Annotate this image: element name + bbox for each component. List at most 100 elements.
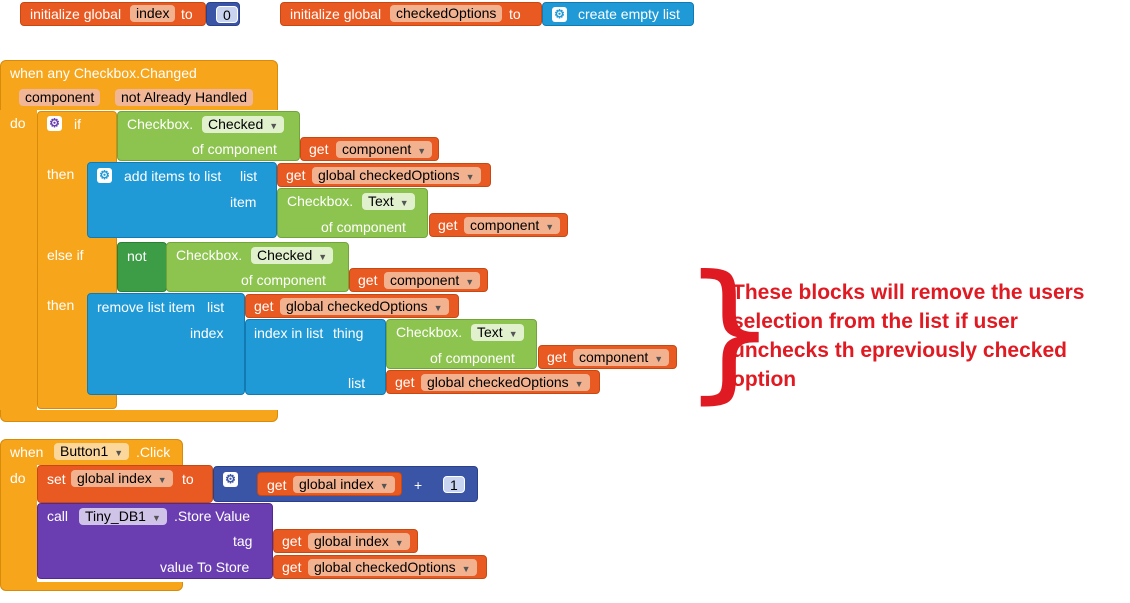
get-label: get [282,559,302,575]
property-dropdown[interactable]: Checked▼ [251,247,334,264]
when-label: when [10,444,44,460]
get-label: get [547,349,567,365]
get-global-checked-block[interactable]: get global checkedOptions▼ [277,163,491,187]
checkbox-text-getter-2[interactable]: Checkbox. Text▼ of component [386,319,537,369]
number-field[interactable]: 1 [443,476,465,493]
chevron-down-icon: ▼ [157,475,167,485]
variable-dropdown[interactable]: component▼ [336,141,433,158]
get-global-index-block[interactable]: get global index▼ [257,472,402,496]
of-component-label: of component [241,272,326,288]
property-dropdown[interactable]: Text▼ [362,193,415,210]
get-label: get [254,298,274,314]
chevron-down-icon: ▼ [151,513,161,523]
get-global-checked-block[interactable]: get global checkedOptions▼ [273,555,487,579]
chevron-down-icon: ▼ [654,354,664,364]
variable-dropdown[interactable]: global index▼ [293,476,395,493]
component-dropdown[interactable]: Button1▼ [54,443,130,460]
init-global-checkedoptions-block[interactable]: initialize global checkedOptions to [280,2,542,26]
call-label: call [47,508,69,524]
get-global-checked-block[interactable]: get global checkedOptions▼ [245,294,459,318]
variable-name-field[interactable]: checkedOptions [390,5,503,22]
get-component-block[interactable]: get component▼ [429,213,568,237]
property-dropdown[interactable]: Text▼ [471,324,524,341]
variable-dropdown[interactable]: global checkedOptions▼ [421,374,590,391]
chevron-down-icon: ▼ [318,252,328,262]
chevron-down-icon: ▼ [433,303,443,313]
index-in-list-block[interactable]: index in list thing list [245,319,386,395]
param-not-already-handled[interactable]: not Already Handled [115,89,254,106]
set-global-index-block[interactable]: set global index▼ to [37,465,213,503]
add-items-label: add items to list [124,168,222,184]
not-block[interactable]: not [117,242,167,292]
checkbox-label: Checkbox. [287,193,354,209]
tag-label: tag [233,533,253,549]
get-component-block[interactable]: get component▼ [300,137,439,161]
gear-icon[interactable]: ⚙ [97,168,112,183]
then-label-2: then [47,297,75,313]
do-label: do [10,470,26,486]
click-label: .Click [136,444,171,460]
if-label: if [74,116,81,132]
init-global-index-block[interactable]: initialize global index to [20,2,206,26]
value-to-store-label: value To Store [160,559,250,575]
checkbox-checked-getter[interactable]: Checkbox. Checked▼ of component [117,111,300,161]
initialize-global-label: initialize global [30,6,122,22]
checkbox-checked-getter-2[interactable]: Checkbox. Checked▼ of component [166,242,349,292]
list-label: list [240,168,258,184]
index-in-list-label: index in list [254,325,324,341]
chevron-down-icon: ▼ [399,198,409,208]
chevron-down-icon: ▼ [545,222,555,232]
checkbox-text-getter[interactable]: Checkbox. Text▼ of component [277,188,428,238]
to-label: to [181,6,193,22]
gear-icon[interactable]: ⚙ [223,472,238,487]
get-component-block[interactable]: get component▼ [349,268,488,292]
number-field[interactable]: 0 [216,6,238,23]
get-label: get [395,374,415,390]
variable-dropdown[interactable]: component▼ [573,349,670,366]
checkbox-label: Checkbox. [127,116,194,132]
variable-dropdown[interactable]: global index▼ [71,470,173,487]
chevron-down-icon: ▼ [269,121,279,131]
number-block[interactable]: 0 [206,2,240,26]
to-label: to [509,6,521,22]
tinydb-store-value-block[interactable]: call Tiny_DB1▼ .Store Value tag value To… [37,503,273,579]
not-label: not [127,248,147,264]
else-if-label: else if [47,247,84,263]
checkbox-label: Checkbox. [176,247,243,263]
get-label: get [438,217,458,233]
variable-dropdown[interactable]: component▼ [384,272,481,289]
variable-dropdown[interactable]: component▼ [464,217,561,234]
variable-dropdown[interactable]: global checkedOptions▼ [280,298,449,315]
get-label: get [282,533,302,549]
of-component-label: of component [321,219,406,235]
initialize-global-label: initialize global [290,6,382,22]
variable-name-field[interactable]: index [130,5,176,22]
variable-dropdown[interactable]: global index▼ [308,533,410,550]
list-label: list [348,375,366,391]
to-label: to [182,471,194,487]
create-empty-list-block[interactable]: ⚙ create empty list [542,2,694,26]
remove-item-label: remove list item [97,299,196,315]
of-component-label: of component [430,350,515,366]
get-label: get [286,167,306,183]
get-component-block[interactable]: get component▼ [538,345,677,369]
event-title: when any Checkbox.Changed [10,65,197,81]
variable-dropdown[interactable]: global checkedOptions▼ [308,559,477,576]
property-dropdown[interactable]: Checked▼ [202,116,285,133]
variable-dropdown[interactable]: global checkedOptions▼ [312,167,481,184]
get-global-checked-block[interactable]: get global checkedOptions▼ [386,370,600,394]
gear-icon[interactable]: ⚙ [552,7,567,22]
create-empty-list-label: create empty list [578,6,680,22]
add-items-to-list-block[interactable]: ⚙ add items to list list item [87,162,277,238]
get-label: get [309,141,329,157]
store-value-label: .Store Value [174,508,251,524]
gear-icon[interactable]: ⚙ [47,116,62,131]
item-label: item [230,194,257,210]
get-label: get [267,477,287,493]
param-component[interactable]: component [19,89,101,106]
component-dropdown[interactable]: Tiny_DB1▼ [79,508,167,525]
get-global-index-block[interactable]: get global index▼ [273,529,418,553]
remove-list-item-block[interactable]: remove list item list index [87,293,245,395]
chevron-down-icon: ▼ [394,538,404,548]
thing-label: thing [333,325,364,341]
